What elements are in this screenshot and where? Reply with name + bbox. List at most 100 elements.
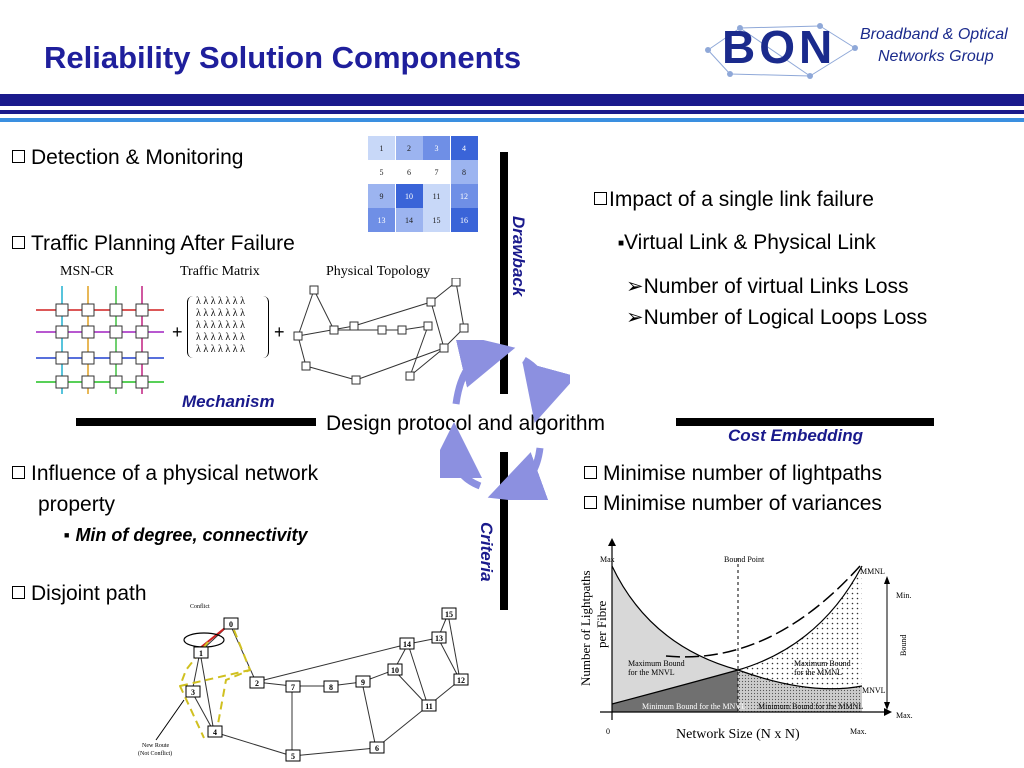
node-label: 6 bbox=[375, 744, 379, 753]
node-label: 15 bbox=[445, 610, 453, 619]
chart-ylabel-line1: Number of Lightpaths bbox=[578, 570, 593, 686]
detection-text: Detection & Monitoring bbox=[31, 146, 244, 169]
node-label: 5 bbox=[291, 752, 295, 761]
node-label: 9 bbox=[361, 678, 365, 687]
node-label: 2 bbox=[255, 679, 259, 688]
square-bullet-icon: ■ bbox=[64, 530, 70, 540]
traffic-matrix: λ λ λ λ λ λ λ λ λ λ λ λ λ λ λ λ λ λ λ λ … bbox=[187, 296, 269, 358]
new-route-label-2: (Not Conflict) bbox=[138, 750, 172, 757]
bullet-minimise-lightpaths: Minimise number of lightpaths bbox=[584, 462, 882, 486]
minimise-variances-text: Minimise number of variances bbox=[603, 492, 882, 515]
horizontal-divider-right bbox=[676, 418, 934, 426]
logo-line1: Broadband & Optical bbox=[860, 26, 1008, 43]
vertical-divider-bottom bbox=[500, 452, 508, 610]
arrow-bullet-icon: ➢ bbox=[626, 275, 644, 298]
chart-mnvl: MNVL bbox=[862, 686, 886, 695]
mmnl-max-area bbox=[738, 566, 862, 712]
node-label: 8 bbox=[329, 683, 333, 692]
virtual-loss-text: Number of virtual Links Loss bbox=[643, 275, 909, 298]
msn-cr-diagram bbox=[36, 286, 164, 394]
mnvl-max-area bbox=[612, 566, 738, 712]
mnvl-min-area bbox=[612, 670, 738, 712]
bullet-detection: Detection & Monitoring bbox=[12, 146, 243, 170]
chart-max-bound-mmnl-2: for the MMNL bbox=[794, 668, 842, 677]
grid-cell: 7 bbox=[423, 160, 450, 184]
node-label: 7 bbox=[291, 683, 295, 692]
grid-cell: 9 bbox=[368, 184, 395, 208]
cycle-arrows-icon bbox=[440, 340, 570, 500]
grid-cell: 14 bbox=[395, 208, 423, 232]
label-traffic-matrix: Traffic Matrix bbox=[180, 264, 260, 279]
node-label: 4 bbox=[213, 728, 217, 737]
grid-cell: 5 bbox=[368, 160, 395, 184]
checkbox-bullet-icon bbox=[12, 466, 25, 479]
traffic-planning-text: Traffic Planning After Failure bbox=[31, 232, 295, 255]
influence-text-2: property bbox=[38, 493, 116, 516]
chart-max-x: Max. bbox=[850, 727, 867, 736]
grid-cell: 13 bbox=[368, 208, 395, 232]
bullet-logical-loss: ➢Number of Logical Loops Loss bbox=[626, 305, 927, 330]
bullet-influence: Influence of a physical network bbox=[12, 462, 318, 486]
bullet-disjoint: Disjoint path bbox=[12, 582, 147, 606]
matrix-row: λ λ λ λ λ λ λ bbox=[196, 332, 245, 343]
impact-text: Impact of a single link failure bbox=[609, 188, 874, 211]
node-label: 0 bbox=[229, 620, 233, 629]
chart-max-bound-mmnl-1: Maximum Bound bbox=[794, 659, 851, 668]
header-band-light bbox=[0, 118, 1024, 122]
checkbox-bullet-icon bbox=[12, 150, 25, 163]
header-band-dark bbox=[0, 94, 1024, 106]
checkbox-bullet-icon bbox=[584, 466, 597, 479]
virtual-physical-text: Virtual Link & Physical Link bbox=[624, 231, 876, 254]
node-label: 10 bbox=[391, 666, 399, 675]
bullet-virtual-physical: ■Virtual Link & Physical Link bbox=[618, 231, 876, 255]
matrix-row: λ λ λ λ λ λ λ bbox=[196, 344, 245, 355]
chart-bound: Bound bbox=[899, 635, 908, 656]
mechanism-label: Mechanism bbox=[182, 392, 275, 411]
checkbox-bullet-icon bbox=[12, 236, 25, 249]
bullet-traffic-planning: Traffic Planning After Failure bbox=[12, 232, 295, 256]
cost-embedding-label: Cost Embedding bbox=[728, 426, 864, 445]
chart-ylabel: Number of Lightpaths bbox=[578, 570, 593, 686]
new-route-label: New Route bbox=[142, 743, 169, 749]
logical-loss-text: Number of Logical Loops Loss bbox=[643, 306, 928, 329]
chart-min-bound-1: Minimum Bound for the MNVL bbox=[642, 702, 746, 711]
bon-logo-network-icon bbox=[705, 23, 858, 79]
horizontal-divider-left bbox=[76, 418, 316, 426]
chart-max-bound-mnvl-1: Maximum Bound bbox=[628, 659, 685, 668]
label-physical-topology: Physical Topology bbox=[326, 264, 431, 279]
bullet-impact: Impact of a single link failure bbox=[594, 188, 874, 212]
influence-text-1: Influence of a physical network bbox=[31, 462, 319, 485]
slide-title: Reliability Solution Components bbox=[44, 40, 522, 75]
chart-zero: 0 bbox=[606, 727, 610, 736]
label-msn-cr: MSN-CR bbox=[60, 264, 114, 279]
logo-line2: Networks Group bbox=[878, 48, 994, 65]
grid-cell: 6 bbox=[395, 160, 423, 184]
bound-chart: Max Bound Point MMNL MNVL Min. Max. Max.… bbox=[578, 538, 913, 742]
chart-max-right: Max. bbox=[896, 711, 913, 720]
min-degree-text: Min of degree, connectivity bbox=[75, 525, 308, 545]
matrix-row: λ λ λ λ λ λ λ bbox=[196, 320, 245, 331]
vertical-divider-top bbox=[500, 152, 508, 394]
bullet-min-degree: ■ Min of degree, connectivity bbox=[64, 525, 307, 546]
chart-max-bound-mnvl-2: for the MNVL bbox=[628, 668, 675, 677]
chart-min: Min. bbox=[896, 591, 911, 600]
matrix-row: λ λ λ λ λ λ λ bbox=[196, 296, 245, 307]
conflict-label: Conflict bbox=[190, 603, 210, 610]
arrow-bullet-icon: ➢ bbox=[626, 306, 644, 329]
chart-min-bound-2: Minimum Bound for the MMNL bbox=[758, 702, 863, 711]
chart-xlabel: Network Size (N x N) bbox=[676, 727, 800, 742]
minimise-lightpaths-text: Minimise number of lightpaths bbox=[603, 462, 882, 485]
mmnl-min-area bbox=[738, 670, 862, 712]
node-label: 11 bbox=[425, 702, 433, 711]
chart-bound-point: Bound Point bbox=[724, 555, 765, 564]
node-label: 12 bbox=[457, 676, 465, 685]
bullet-virtual-loss: ➢Number of virtual Links Loss bbox=[626, 274, 909, 299]
drawback-label: Drawback bbox=[509, 216, 528, 297]
chart-max-top: Max bbox=[600, 555, 615, 564]
criteria-label: Criteria bbox=[477, 522, 496, 582]
grid-cell: 11 bbox=[423, 184, 450, 208]
square-bullet-icon: ■ bbox=[618, 238, 625, 249]
checkbox-bullet-icon bbox=[584, 496, 597, 509]
matrix-row: λ λ λ λ λ λ λ bbox=[196, 308, 245, 319]
